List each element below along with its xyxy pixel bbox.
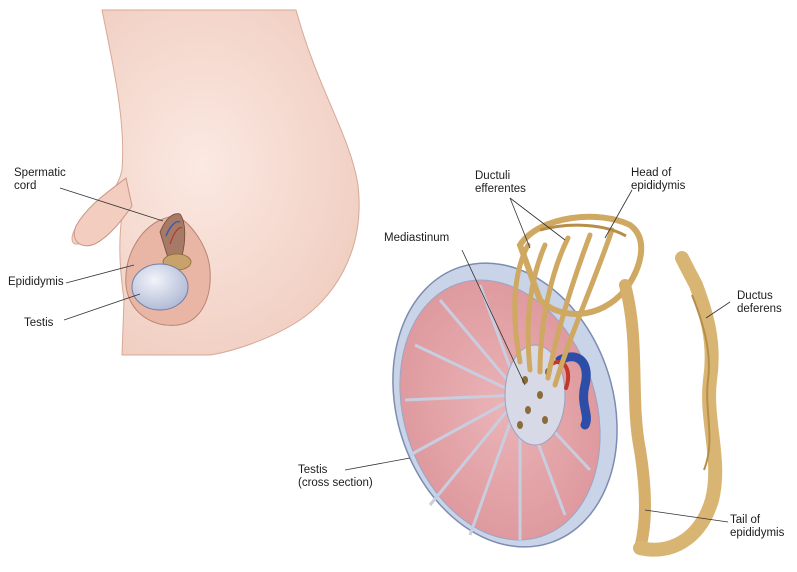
label-head-of-epididymis: Head of epididymis bbox=[631, 167, 685, 193]
body-outline bbox=[72, 10, 359, 355]
label-spermatic-cord: Spermatic cord bbox=[14, 167, 66, 193]
cross-section-interior bbox=[368, 254, 633, 566]
label-ductus-deferens: Ductus deferens bbox=[737, 290, 782, 316]
label-tail-of-epididymis: Tail of epididymis bbox=[730, 514, 784, 540]
label-mediastinum: Mediastinum bbox=[384, 232, 449, 245]
tail-of-epididymis-shape bbox=[625, 285, 645, 548]
testis-shape bbox=[132, 264, 188, 310]
ductus-deferens-shape bbox=[640, 258, 715, 550]
leader-tail-epididymis bbox=[645, 510, 728, 522]
testis-cross-section-figure bbox=[345, 190, 730, 567]
label-epididymis: Epididymis bbox=[8, 276, 64, 289]
label-testis-cross-section: Testis (cross section) bbox=[298, 464, 373, 490]
label-ductuli-efferentes: Ductuli efferentes bbox=[475, 170, 526, 196]
label-testis: Testis bbox=[24, 317, 53, 330]
torso-figure bbox=[60, 10, 359, 355]
